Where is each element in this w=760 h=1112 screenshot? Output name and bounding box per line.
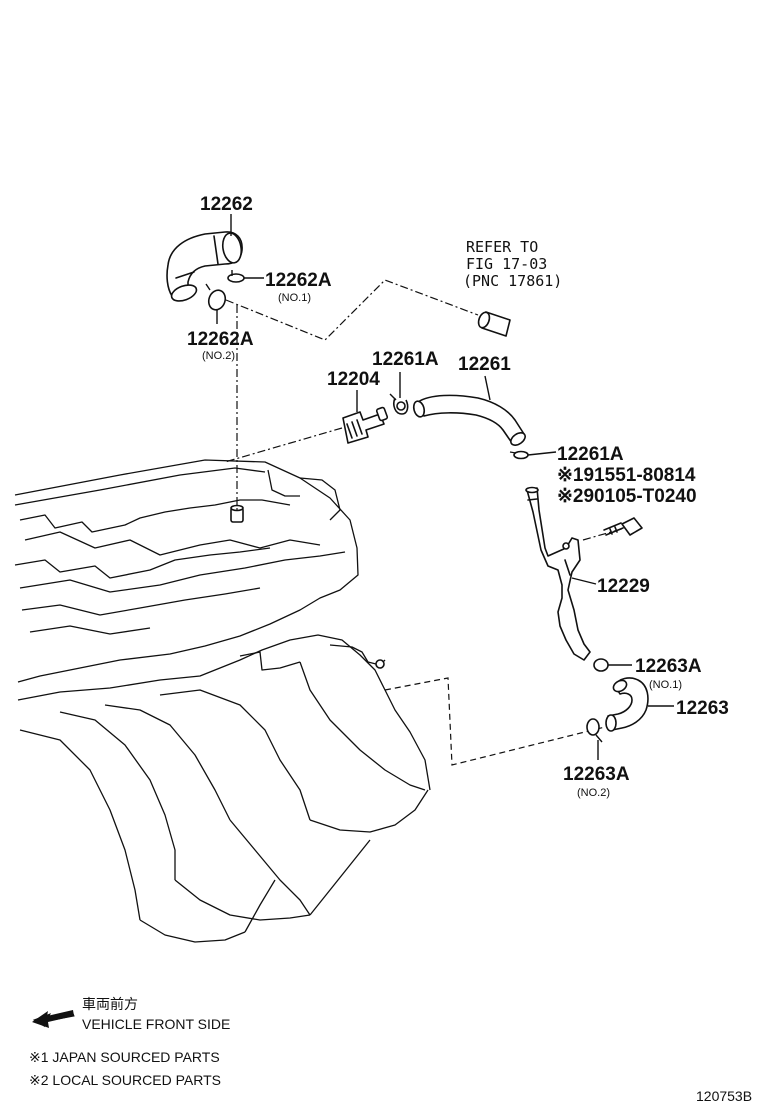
hose-12261	[412, 394, 526, 446]
engine-cylinder-head	[14, 459, 359, 683]
legend-note-2: ※2 LOCAL SOURCED PARTS	[29, 1072, 221, 1088]
label-12261: 12261	[458, 354, 511, 375]
label-12262A-no1: 12262A	[265, 270, 332, 291]
label-12262A-no2: 12262A	[187, 329, 254, 350]
label-12263A-no1: 12263A	[635, 656, 702, 677]
hose-12262	[166, 231, 243, 302]
label-12263A-no1-sub: (NO.1)	[649, 679, 682, 691]
label-12263A-no2-sub: (NO.2)	[577, 787, 610, 799]
label-12262A-no2-sub: (NO.2)	[202, 350, 235, 362]
label-12261A-upper: 12261A	[372, 349, 439, 370]
catalog-id: 120753B	[696, 1088, 752, 1104]
clamp-12262A-no2	[205, 283, 227, 311]
label-12229: 12229	[597, 576, 650, 597]
legend-jp-label: 車両前方	[82, 996, 138, 1012]
label-12204: 12204	[327, 369, 380, 390]
refer-line-1: REFER TO	[466, 238, 538, 256]
label-12263: 12263	[676, 698, 729, 719]
ref-hose-end	[477, 311, 511, 337]
arrow-left-icon	[32, 1010, 75, 1028]
engine-boss	[230, 504, 244, 523]
label-90105-T0240: ※290105-T0240	[557, 486, 697, 507]
legend-front-label: VEHICLE FRONT SIDE	[82, 1016, 230, 1032]
intake-manifold	[17, 634, 431, 943]
hose-12263	[605, 677, 649, 732]
label-12261A-lower: 12261A	[557, 444, 624, 465]
label-12263A-no2: 12263A	[563, 764, 630, 785]
clamp-12263A-no1	[593, 658, 609, 672]
label-91551-80814: ※191551-80814	[557, 465, 696, 486]
clamp-12263A-no2	[586, 718, 603, 743]
pcv-valve-12204	[342, 406, 389, 444]
clamp-12261A-lower	[513, 450, 529, 460]
clamp-12261A-upper	[389, 393, 409, 415]
refer-line-3: (PNC 17861)	[463, 272, 562, 290]
refer-line-2: FIG 17-03	[466, 255, 547, 273]
label-12262: 12262	[200, 194, 253, 215]
clamp-12262A-no1	[227, 270, 245, 283]
pipe-12229	[525, 486, 591, 661]
bolt-90105	[603, 517, 643, 536]
legend-note-1: ※1 JAPAN SOURCED PARTS	[29, 1049, 220, 1065]
label-12262A-no1-sub: (NO.1)	[278, 292, 311, 304]
leader-lines	[216, 214, 674, 760]
